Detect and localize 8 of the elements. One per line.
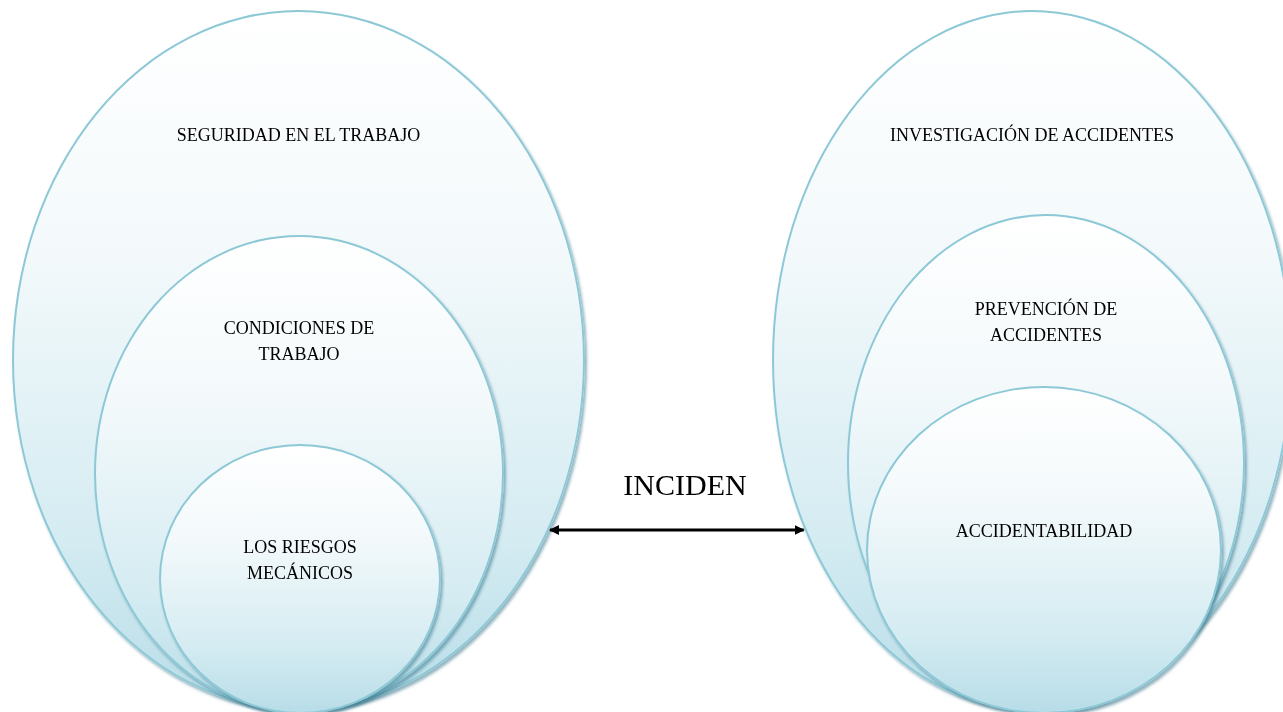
ellipse-label: PREVENCIÓN DE ACCIDENTES bbox=[973, 297, 1119, 347]
ellipse-label: SEGURIDAD EN EL TRABAJO bbox=[175, 124, 422, 147]
ellipse-label: LOS RIESGOS MECÁNICOS bbox=[242, 536, 358, 585]
edge-label: INCIDEN bbox=[623, 468, 747, 502]
double-arrow bbox=[548, 525, 805, 535]
ellipse-label: CONDICIONES DE TRABAJO bbox=[222, 317, 376, 366]
ellipse-label: INVESTIGACIÓN DE ACCIDENTES bbox=[889, 123, 1175, 147]
ellipse-label: ACCIDENTABILIDAD bbox=[954, 520, 1134, 543]
